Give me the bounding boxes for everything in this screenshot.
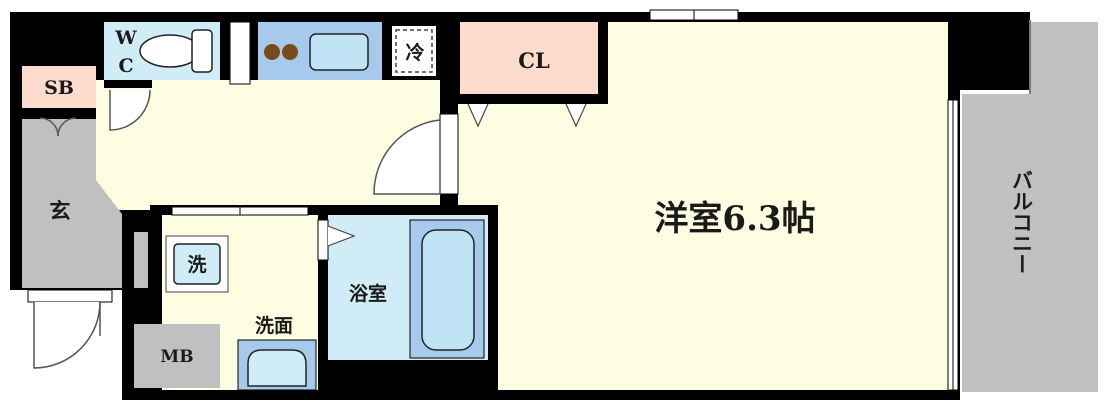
meter-box (134, 324, 220, 388)
entrance-door-swing (33, 301, 101, 369)
wet-area-wall-top (150, 205, 498, 215)
washbasin-bowl (247, 349, 307, 387)
toilet-door-swing (109, 89, 151, 131)
stove-burner-left (264, 44, 280, 60)
main-room-label: 洋室6.3帖 (654, 199, 815, 239)
shoe-box-label: SB (44, 77, 74, 99)
washer (173, 243, 221, 285)
bath-wall-left (318, 214, 328, 360)
bathtub-basin (421, 229, 475, 351)
closet-door-left (467, 103, 489, 128)
balcony-area (962, 22, 1098, 392)
washroom-label: 洗面 (255, 314, 293, 337)
room-door-leaf (439, 113, 459, 195)
bath-door-fold (327, 225, 356, 247)
shoe-box (22, 66, 96, 108)
toilet-tank (191, 29, 213, 73)
fridge-label: 冷 (405, 41, 424, 64)
meter-box-label: MB (160, 347, 193, 367)
balcony-label: バルコニー (1010, 170, 1035, 275)
shoe-box-door-right (57, 117, 77, 137)
room-door-swing (373, 119, 441, 195)
mb-wall-inner (150, 214, 162, 324)
toilet-label-c: C (118, 55, 133, 77)
kitchen-sink (309, 33, 369, 71)
bath-wall-bottom (318, 360, 498, 390)
entrance-label: 玄 (50, 198, 71, 223)
entrance-door-opening (27, 289, 113, 303)
closet-door-right (565, 103, 587, 128)
room-partition-top (440, 22, 458, 114)
washer-label: 洗 (187, 253, 206, 276)
toilet-bowl (139, 34, 201, 68)
fridge-space (392, 26, 436, 76)
toilet-label-w: W (114, 27, 137, 49)
entrance-area (22, 118, 122, 288)
closet-label: CL (518, 48, 550, 73)
fridge-outline (395, 29, 433, 73)
closet (460, 22, 598, 94)
stove-burner-right (282, 44, 298, 60)
bath-wall-right (488, 205, 498, 390)
bathroom-label: 浴室 (349, 282, 387, 305)
